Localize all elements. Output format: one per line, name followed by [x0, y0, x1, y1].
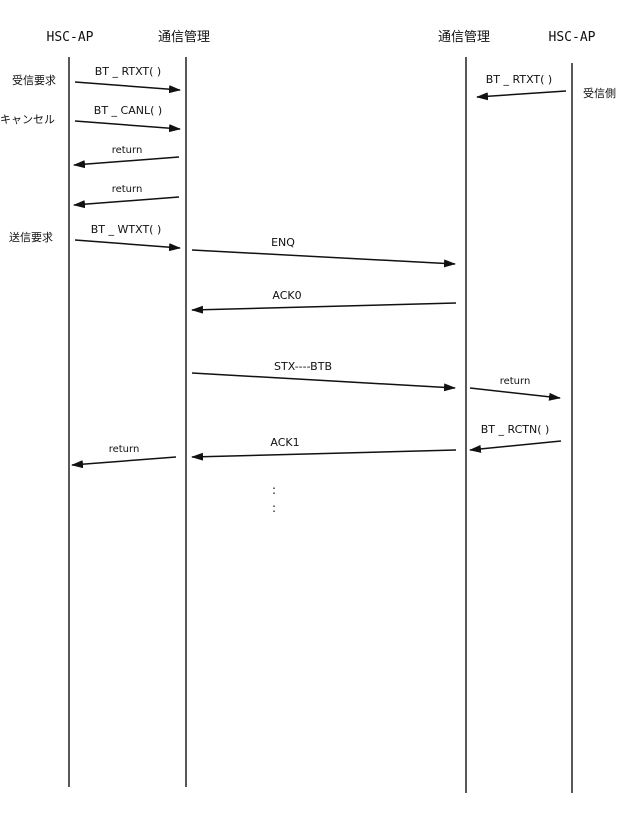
msg-bt-canl: BT _ CANL( ) [94, 104, 162, 117]
msg-bt-rtxt-right: BT _ RTXT( ) [486, 73, 552, 86]
header-left-comm-mgr: 通信管理 [158, 30, 210, 45]
arrow-stx-btb [191, 372, 456, 392]
msg-return-right: return [500, 376, 531, 387]
arrow-bt-rctn [469, 440, 562, 453]
header-right-hsc-ap: HSC-AP [549, 30, 596, 45]
arrow-enq [191, 249, 456, 268]
msg-ack1: ACK1 [270, 436, 299, 449]
arrow-bt-canl [74, 120, 181, 133]
arrow-return-2 [73, 196, 180, 209]
msg-return-1: return [112, 145, 143, 156]
arrow-bt-rtxt-right [476, 90, 567, 101]
arrow-return-right [469, 387, 561, 401]
msg-return-2: return [112, 184, 143, 195]
msg-bt-rtxt-left: BT _ RTXT( ) [95, 65, 161, 78]
arrow-return-final [71, 456, 177, 469]
label-cancel: キャンセル [0, 113, 55, 126]
arrow-bt-rtxt-left [74, 81, 181, 94]
arrow-ack0 [191, 302, 457, 314]
msg-bt-rctn: BT _ RCTN( ) [481, 423, 550, 436]
header-left-hsc-ap: HSC-AP [47, 30, 94, 45]
label-receive-side: 受信側 [583, 87, 616, 100]
label-send-request: 送信要求 [9, 230, 53, 244]
msg-enq: ENQ [271, 236, 295, 249]
label-receive-request: 受信要求 [12, 74, 56, 87]
header-right-comm-mgr: 通信管理 [438, 30, 490, 45]
arrow-return-1 [73, 156, 180, 169]
arrow-ack1 [191, 449, 457, 461]
msg-stx-btb: STX----BTB [274, 360, 332, 373]
msg-return-final: return [109, 444, 140, 455]
arrow-bt-wtxt [74, 239, 181, 252]
msg-ack0: ACK0 [272, 289, 301, 302]
continuation-dot-2: : [272, 501, 276, 515]
continuation-dot-1: : [272, 483, 276, 497]
msg-bt-wtxt: BT _ WTXT( ) [91, 223, 162, 236]
